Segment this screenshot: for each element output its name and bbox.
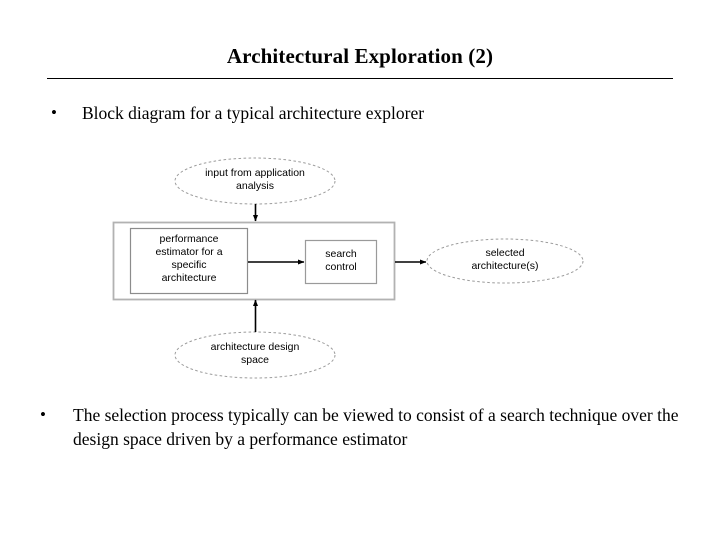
performance-estimator-box (129, 227, 249, 295)
input-ellipse (174, 157, 336, 205)
selected-architectures-ellipse (426, 238, 584, 284)
design-space-ellipse (174, 331, 336, 379)
search-control-box (304, 239, 378, 285)
bullet-marker: • (40, 405, 46, 424)
page-title: Architectural Exploration (2) (226, 44, 494, 68)
bullet-item-2: • The selection process typically can be… (40, 403, 688, 451)
title-divider (47, 78, 673, 79)
bullet-item-1: • Block diagram for a typical architectu… (51, 101, 681, 125)
bullet-text: Block diagram for a typical architecture… (82, 103, 425, 123)
bullet-text: The selection process typically can be v… (73, 405, 679, 449)
bullet-marker: • (51, 103, 57, 122)
